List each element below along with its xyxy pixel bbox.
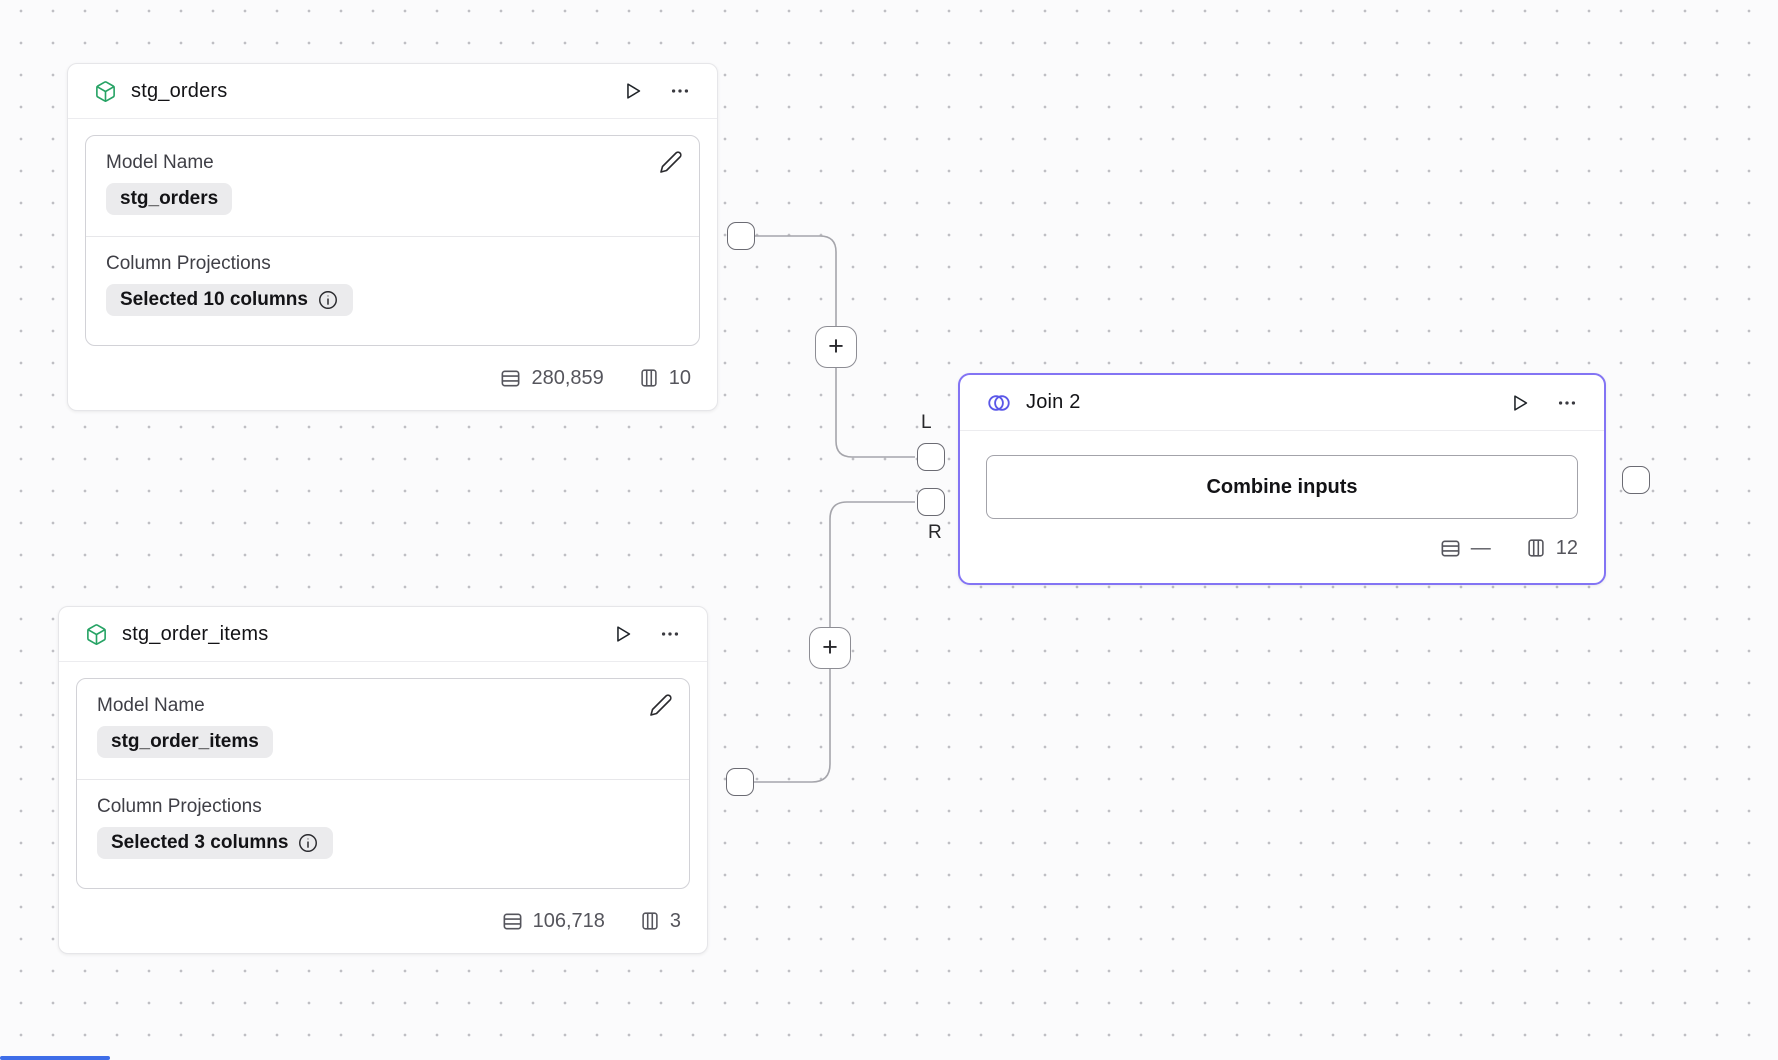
node-stg-orders[interactable]: stg_orders Model Name stg_orders Column …: [67, 63, 718, 411]
rows-stat-icon: [499, 367, 522, 390]
edit-icon[interactable]: [659, 150, 683, 174]
model-config-card: Model Name stg_orders Column Projections…: [85, 135, 700, 346]
node-title: Join 2: [1026, 391, 1081, 413]
model-name-chip[interactable]: stg_orders: [106, 183, 233, 215]
model-config-card: Model Name stg_order_items Column Projec…: [76, 678, 690, 889]
join-venn-icon: [986, 390, 1012, 416]
output-port-join[interactable]: [1622, 466, 1650, 494]
add-step-button-bottom-edge[interactable]: +: [809, 627, 851, 669]
info-icon[interactable]: [297, 832, 319, 854]
model-name-chip[interactable]: stg_order_items: [97, 726, 273, 758]
node-header: Join 2: [960, 375, 1604, 431]
output-port-stg-order-items[interactable]: [726, 768, 754, 796]
model-cube-icon: [85, 623, 108, 646]
node-header: stg_orders: [68, 64, 717, 119]
row-count: 106,718: [532, 909, 605, 932]
node-title: stg_orders: [131, 79, 228, 102]
column-projections-chip[interactable]: Selected 3 columns: [97, 827, 334, 859]
card-divider: [86, 236, 699, 237]
node-stats: 106,718 3: [59, 889, 707, 953]
column-projections-chip[interactable]: Selected 10 columns: [106, 284, 353, 316]
add-step-button-top-edge[interactable]: +: [815, 326, 857, 368]
columns-stat-icon: [639, 910, 661, 932]
more-menu-icon[interactable]: [659, 623, 681, 645]
node-join-2[interactable]: Join 2 Combine inputs — 12: [958, 373, 1606, 585]
right-port-label: R: [928, 522, 942, 543]
horizontal-scrollbar-thumb[interactable]: [0, 1056, 110, 1060]
info-icon[interactable]: [317, 289, 339, 311]
run-icon[interactable]: [612, 623, 634, 645]
rows-stat-icon: [501, 910, 524, 933]
join-right-input-port[interactable]: [917, 488, 945, 516]
combine-inputs-button[interactable]: Combine inputs: [986, 455, 1578, 519]
run-icon[interactable]: [1509, 392, 1531, 414]
node-stats: 280,859 10: [68, 346, 717, 410]
model-name-label: Model Name: [106, 152, 214, 173]
column-projections-label: Column Projections: [97, 796, 262, 817]
join-left-input-port[interactable]: [917, 443, 945, 471]
run-icon[interactable]: [622, 80, 644, 102]
left-port-label: L: [921, 412, 932, 433]
node-stats: — 12: [960, 519, 1604, 583]
rows-stat-icon: [1439, 537, 1462, 560]
node-header: stg_order_items: [59, 607, 707, 662]
output-port-stg-orders[interactable]: [727, 222, 755, 250]
column-projections-label: Column Projections: [106, 253, 271, 274]
model-name-label: Model Name: [97, 695, 205, 716]
columns-stat-icon: [1525, 537, 1547, 559]
edit-icon[interactable]: [649, 693, 673, 717]
column-count: 3: [669, 909, 681, 932]
row-count: —: [1470, 536, 1491, 559]
card-divider: [77, 779, 689, 780]
more-menu-icon[interactable]: [1556, 392, 1578, 414]
columns-stat-icon: [638, 367, 660, 389]
model-cube-icon: [94, 80, 117, 103]
node-title: stg_order_items: [122, 622, 269, 645]
node-stg-order-items[interactable]: stg_order_items Model Name stg_order_ite…: [58, 606, 708, 954]
column-count: 10: [668, 366, 691, 389]
column-count: 12: [1555, 536, 1578, 559]
row-count: 280,859: [531, 366, 604, 389]
more-menu-icon[interactable]: [669, 80, 691, 102]
